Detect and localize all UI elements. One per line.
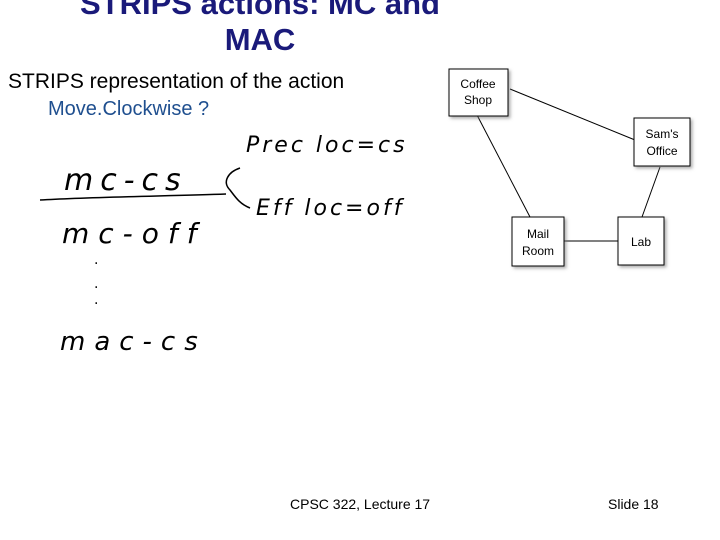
handwritten-underline	[39, 193, 227, 201]
footer-slide-number: Slide 18	[608, 496, 659, 512]
node-sams-office: Sam's Office	[633, 117, 691, 167]
footer-lecture: CPSC 322, Lecture 17	[290, 496, 431, 512]
edge-sams-lab	[641, 166, 661, 218]
handwritten-dot-1: ·	[94, 256, 98, 272]
slide-subtitle: STRIPS representation of the action	[8, 70, 345, 93]
handwritten-brace	[225, 167, 251, 209]
edge-coffee-mail	[476, 114, 531, 218]
node-mail-room-line2: Room	[522, 244, 554, 258]
action-name: Move.Clockwise ?	[48, 98, 210, 120]
node-coffee-shop-line2: Shop	[464, 93, 492, 107]
handwritten-line-mac-cs: mac-cs	[60, 327, 207, 357]
node-coffee-shop: Coffee Shop	[448, 68, 509, 117]
node-coffee-shop-line1: Coffee	[460, 77, 495, 91]
handwritten-dot-2: ·	[94, 280, 98, 296]
handwritten-dot-3: ·	[94, 296, 98, 312]
handwritten-line-mc-off: mc-off	[62, 217, 206, 250]
node-mail-room: Mail Room	[511, 216, 565, 267]
node-mail-room-line1: Mail	[527, 227, 549, 241]
handwritten-line-mc-cs: mc-cs	[64, 163, 188, 198]
node-sams-office-line1: Sam's	[646, 127, 679, 141]
slide-title: STRIPS actions: MC and MAC	[0, 0, 520, 58]
handwritten-prec: Prec loc=cs	[246, 133, 408, 158]
title-line-2: MAC	[224, 22, 296, 57]
node-sams-office-line2: Office	[646, 144, 677, 158]
handwritten-eff: Eff loc=off	[256, 196, 405, 221]
edge-coffee-sams	[509, 88, 636, 141]
title-line-1: STRIPS actions: MC and	[80, 0, 440, 21]
node-lab: Lab	[617, 216, 665, 266]
node-lab-line1: Lab	[631, 235, 651, 249]
